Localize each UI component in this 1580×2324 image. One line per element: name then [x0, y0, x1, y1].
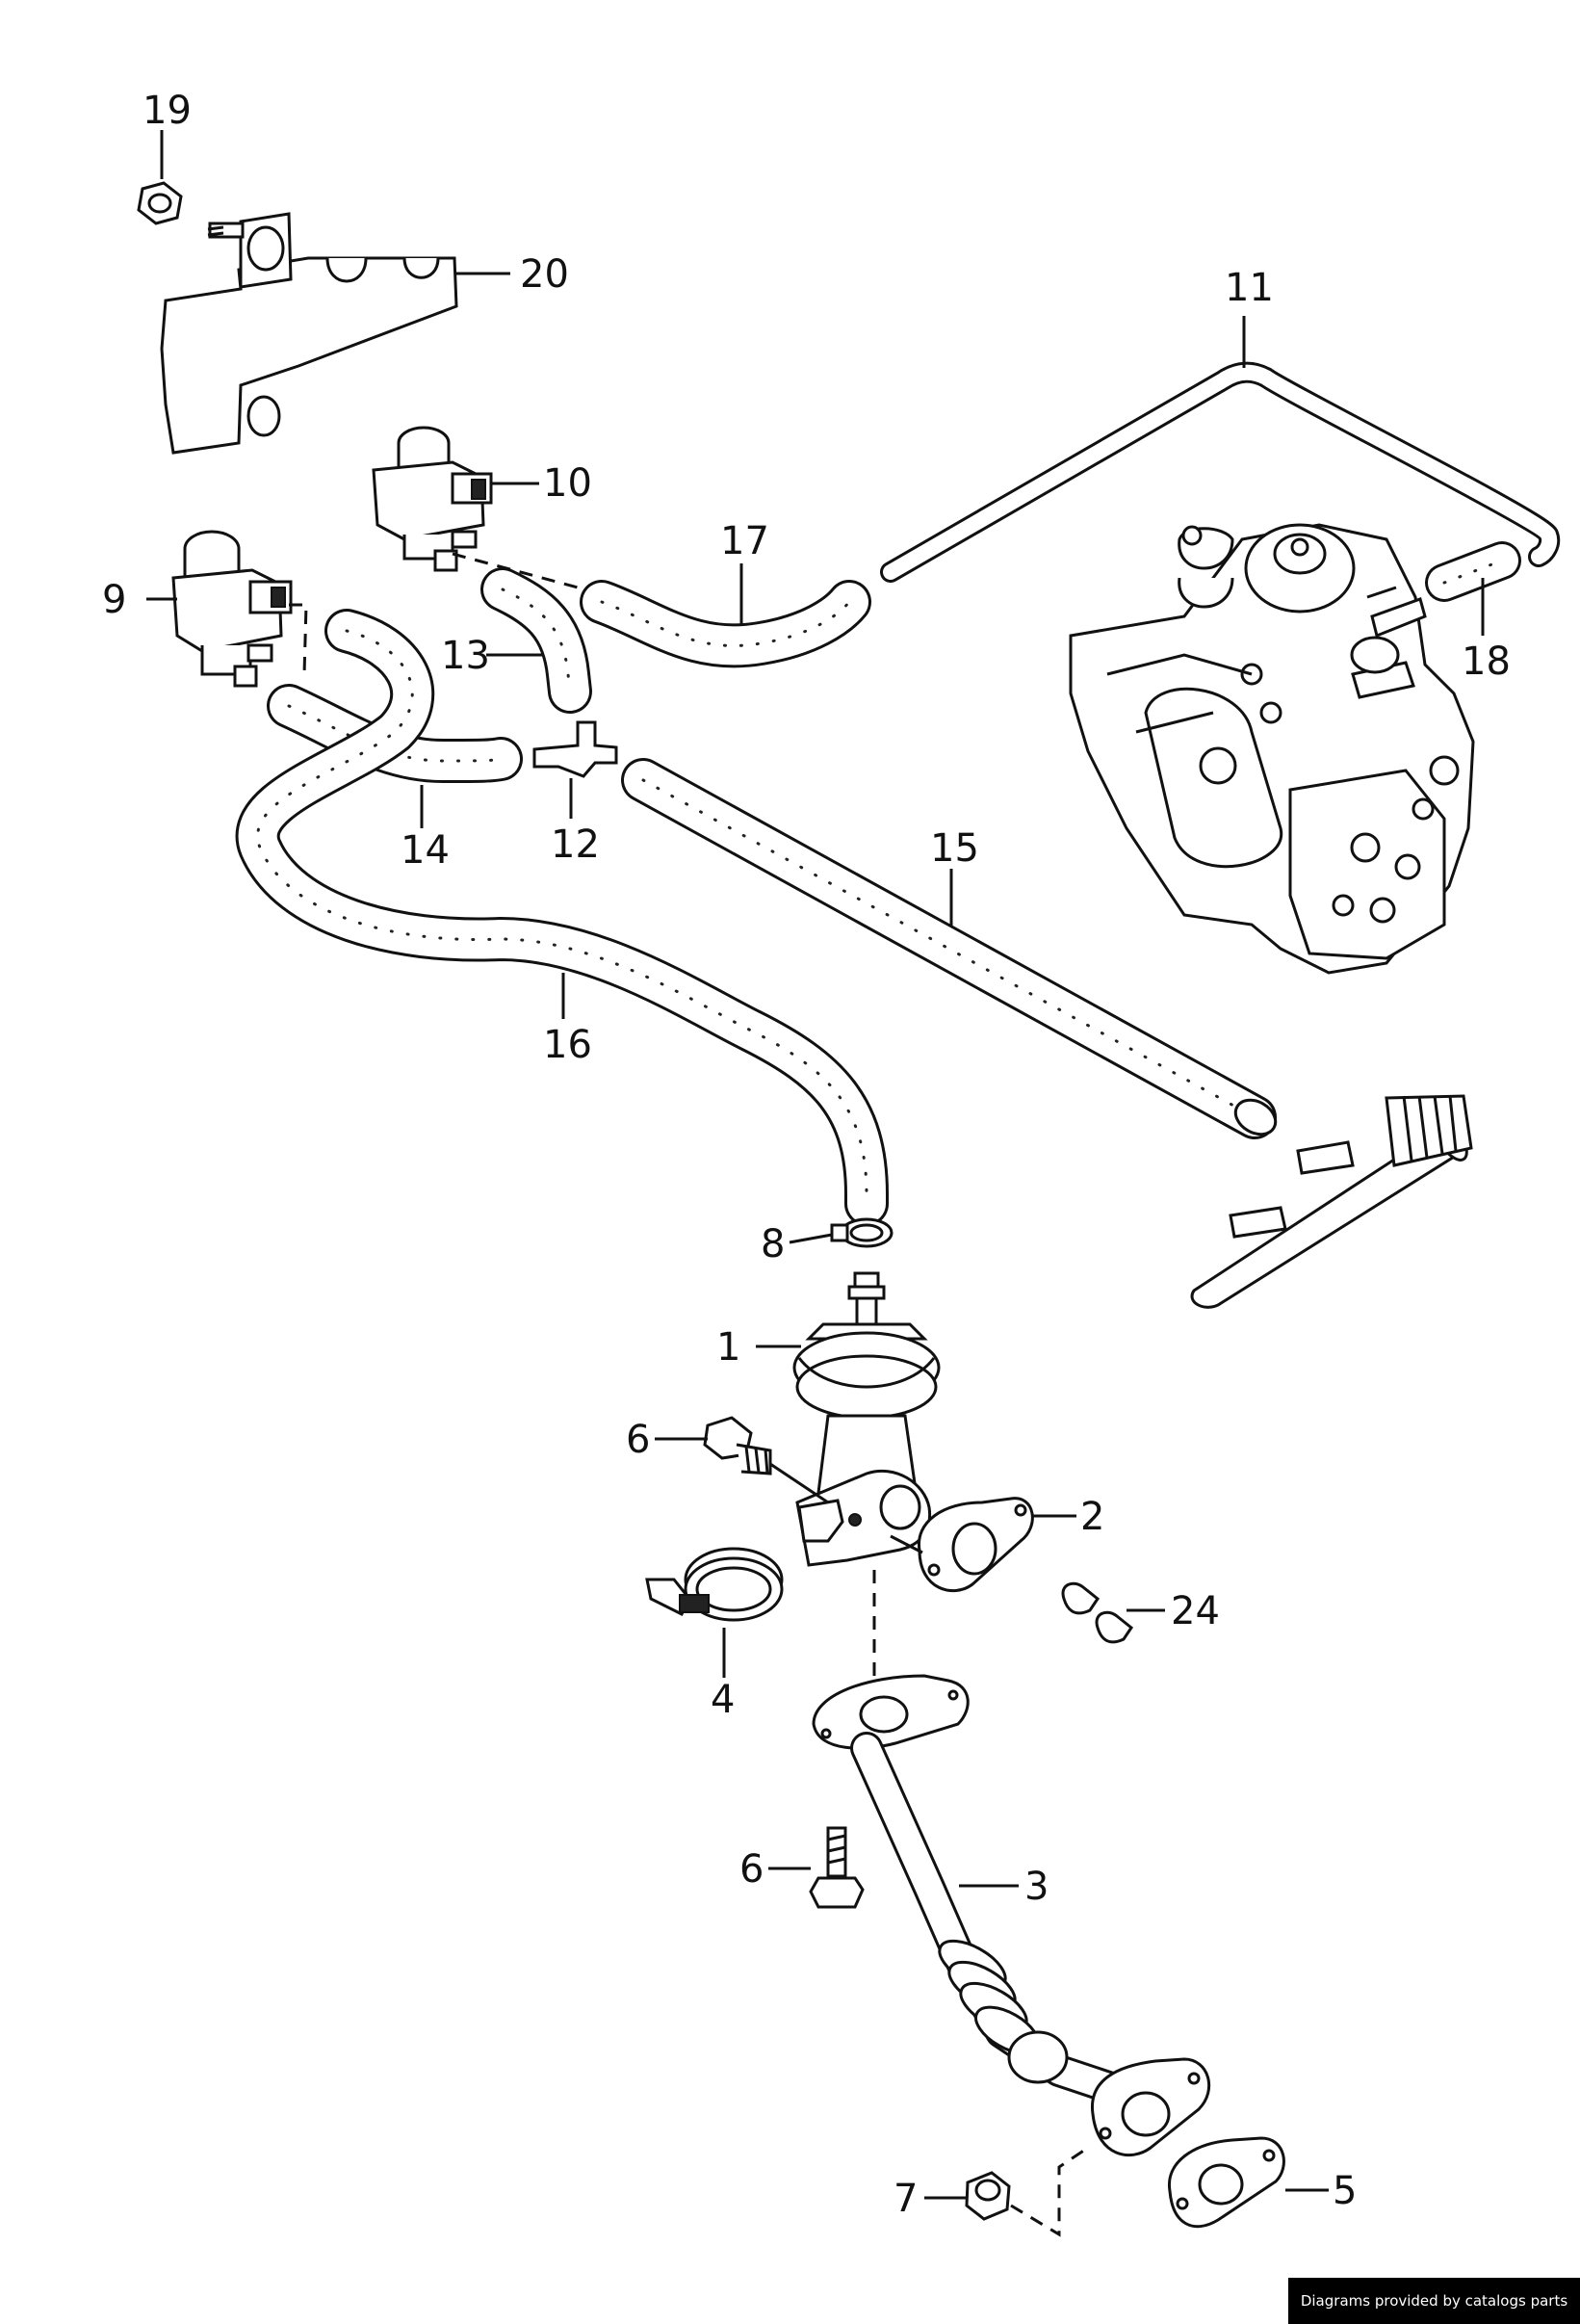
label-7: 7: [894, 2177, 918, 2221]
part-11-pipe: [880, 361, 1561, 583]
dash-7-5: [1010, 2146, 1089, 2237]
part-14-hose: [267, 684, 523, 783]
label-5: 5: [1333, 2169, 1357, 2213]
part-5-gasket: [1167, 2136, 1285, 2229]
part-17-hose: [580, 580, 871, 668]
label-4: 4: [711, 1678, 735, 1722]
part-8-hose-clip: [830, 1217, 894, 1248]
part-7-nut: [965, 2171, 1011, 2221]
part-16-hose: [235, 609, 889, 1226]
dash-9-16: [289, 603, 308, 675]
label-9: 9: [102, 578, 126, 622]
label-17: 17: [720, 519, 769, 563]
injection-pump-assembly: [1069, 523, 1475, 975]
label-8: 8: [761, 1222, 785, 1266]
label-15: 15: [930, 826, 979, 871]
label-2: 2: [1080, 1495, 1104, 1539]
leader-8: [789, 1233, 833, 1244]
label-14: 14: [401, 828, 450, 873]
label-6-lower: 6: [739, 1847, 764, 1892]
label-24: 24: [1171, 1589, 1220, 1633]
footer-banner: Diagrams provided by catalogs parts: [1288, 2278, 1580, 2324]
label-12: 12: [551, 823, 600, 867]
part-20-bracket: [160, 212, 458, 455]
part-12-t-connector: [532, 720, 618, 778]
label-6-upper: 6: [626, 1418, 650, 1462]
intake-pipe: [1190, 1094, 1473, 1309]
line-1-to-2: [890, 1534, 923, 1554]
part-6-bolt-upper: [703, 1416, 772, 1475]
part-13-hose: [480, 567, 592, 714]
label-11: 11: [1225, 266, 1274, 310]
label-13: 13: [441, 634, 490, 678]
part-15-hose: [621, 758, 1278, 1139]
part-10-solenoid-valve: [372, 426, 493, 572]
part-3-egr-pipe: [812, 1674, 1211, 2156]
part-24-clips: [1061, 1581, 1134, 1644]
label-18: 18: [1462, 640, 1511, 684]
label-1: 1: [716, 1325, 740, 1370]
label-10: 10: [543, 461, 592, 506]
part-1-egr-valve: [792, 1271, 941, 1567]
part-19-nut: [137, 181, 183, 225]
label-19: 19: [142, 89, 192, 133]
label-3: 3: [1024, 1865, 1049, 1909]
part-9-solenoid-valve: [171, 530, 293, 688]
part-18-hose-sleeve: [1425, 541, 1521, 602]
part-6-bolt-lower: [809, 1826, 865, 1909]
label-16: 16: [543, 1023, 592, 1067]
label-20: 20: [520, 252, 569, 297]
line-6-to-1: [769, 1462, 829, 1504]
part-2-gasket: [917, 1497, 1034, 1593]
part-4-clamp: [645, 1547, 784, 1622]
